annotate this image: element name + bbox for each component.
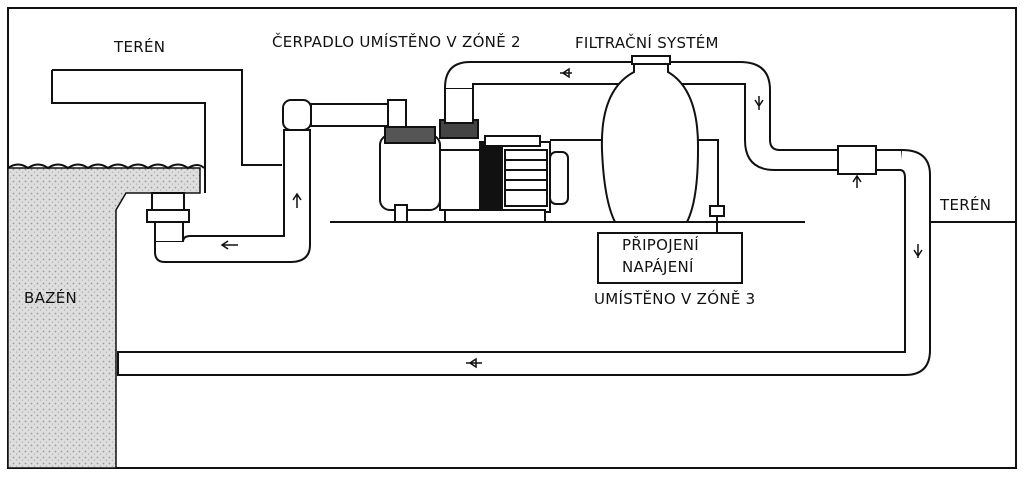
suction-pipe xyxy=(154,99,407,263)
power-zone-label: UMÍSTĚNO V ZÓNĚ 3 xyxy=(594,290,756,308)
power-connection-label-line2: NAPÁJENÍ xyxy=(622,258,694,276)
filter-system-label: FILTRAČNÍ SYSTÉM xyxy=(575,34,719,52)
power-connection-label-line1: PŘIPOJENÍ xyxy=(622,236,699,254)
pump xyxy=(379,119,569,223)
heater-fitting xyxy=(837,145,903,175)
pool-label: BAZÉN xyxy=(24,289,78,307)
pool-coping xyxy=(52,69,282,166)
pressure-pipe xyxy=(444,61,841,171)
pool-wall xyxy=(7,167,201,469)
terrain-right-label: TERÉN xyxy=(940,196,992,214)
water-surface xyxy=(7,163,205,170)
return-pipe xyxy=(117,149,931,376)
filter-tank xyxy=(600,61,700,223)
power-connection-box xyxy=(597,232,743,284)
wire-connector xyxy=(709,205,725,217)
control-wire xyxy=(698,139,719,206)
terrain-left-label: TERÉN xyxy=(114,38,166,56)
pump-zone-label: ČERPADLO UMÍSTĚNO V ZÓNĚ 2 xyxy=(272,33,521,51)
